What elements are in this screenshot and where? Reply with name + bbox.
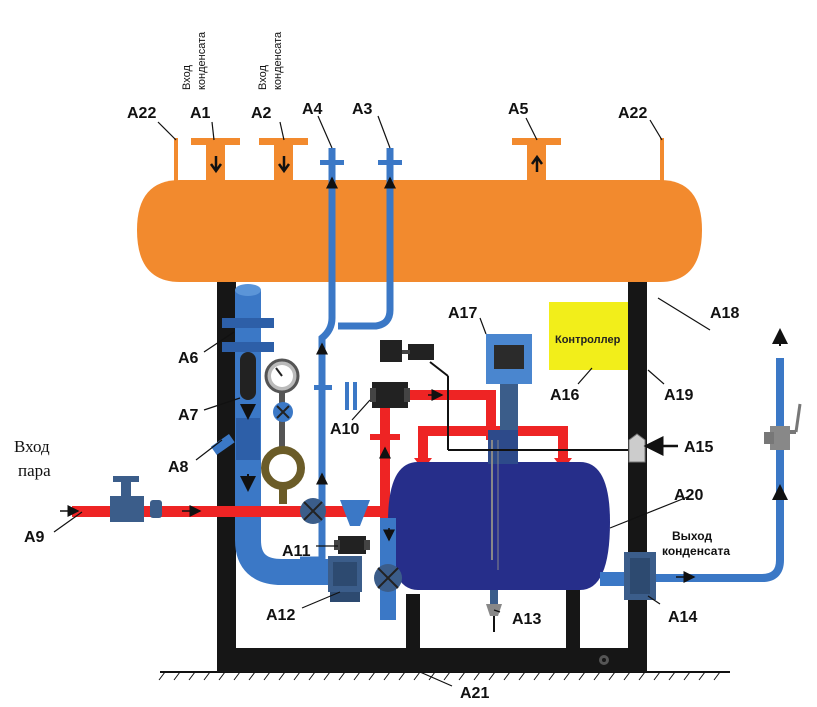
label-a7: A7 bbox=[178, 407, 199, 424]
label-a22-right: A22 bbox=[618, 105, 647, 122]
label-a6: A6 bbox=[178, 350, 199, 367]
tank-leg-a22-right bbox=[660, 138, 664, 182]
level-probe-a15 bbox=[628, 433, 646, 463]
inlet2-caption-line2: конденсата bbox=[272, 31, 284, 90]
steam-inlet-caption-line2: пара bbox=[18, 461, 51, 480]
label-a17: A17 bbox=[448, 305, 477, 322]
inlet1-caption-line1: Вход bbox=[181, 65, 193, 90]
pump-tank bbox=[388, 361, 636, 590]
callout-lines bbox=[53, 115, 711, 687]
nozzle-a2 bbox=[259, 138, 308, 145]
label-a2: A2 bbox=[251, 105, 272, 122]
ground bbox=[158, 671, 730, 681]
label-a22-left: A22 bbox=[127, 105, 156, 122]
outlet-caption-line1: Выход bbox=[672, 529, 712, 543]
butterfly-valve-steam bbox=[300, 498, 326, 524]
label-a11: A11 bbox=[282, 543, 311, 560]
label-a8: A8 bbox=[168, 459, 189, 476]
pressure-gauge bbox=[261, 358, 305, 504]
label-a18: A18 bbox=[710, 305, 739, 322]
condensate-outlet bbox=[600, 328, 788, 600]
label-a16: A16 bbox=[550, 387, 579, 404]
label-a20: A20 bbox=[674, 487, 703, 504]
controller-box bbox=[549, 302, 628, 370]
label-a9: A9 bbox=[24, 529, 45, 546]
steam-inlet-valve bbox=[110, 476, 162, 522]
label-a13: A13 bbox=[512, 611, 541, 628]
pump-inlet-pipe bbox=[374, 518, 402, 620]
inlet1-caption-line2: конденсата bbox=[196, 31, 208, 90]
check-valve-a11 bbox=[334, 536, 370, 554]
steam-strainer bbox=[340, 500, 370, 526]
steam-inlet-caption-line1: Вход bbox=[14, 437, 50, 456]
label-a10: A10 bbox=[330, 421, 359, 438]
outlet-check-valve bbox=[764, 403, 802, 450]
label-a21: A21 bbox=[460, 685, 489, 702]
label-a5: A5 bbox=[508, 101, 529, 118]
condensate-drain-pipe bbox=[210, 284, 362, 602]
label-a14: A14 bbox=[668, 609, 697, 626]
control-valve-a10 bbox=[370, 340, 434, 408]
inlet2-caption-line1: Вход bbox=[257, 65, 269, 90]
label-a4: A4 bbox=[302, 101, 323, 118]
label-a15: A15 bbox=[684, 439, 713, 456]
drain-valve-a13 bbox=[486, 590, 502, 632]
level-sensor-a17 bbox=[486, 334, 532, 430]
nozzle-a1 bbox=[191, 138, 240, 145]
receiver-tank bbox=[137, 138, 702, 282]
label-a3: A3 bbox=[352, 101, 373, 118]
label-a12: A12 bbox=[266, 607, 295, 624]
label-a19: A19 bbox=[664, 387, 693, 404]
tank-leg-a22-left bbox=[174, 138, 178, 182]
label-a1: A1 bbox=[190, 105, 211, 122]
outlet-caption-line2: конденсата bbox=[662, 544, 730, 558]
controller-label: Контроллер bbox=[555, 334, 621, 346]
nozzle-a5 bbox=[512, 138, 561, 145]
